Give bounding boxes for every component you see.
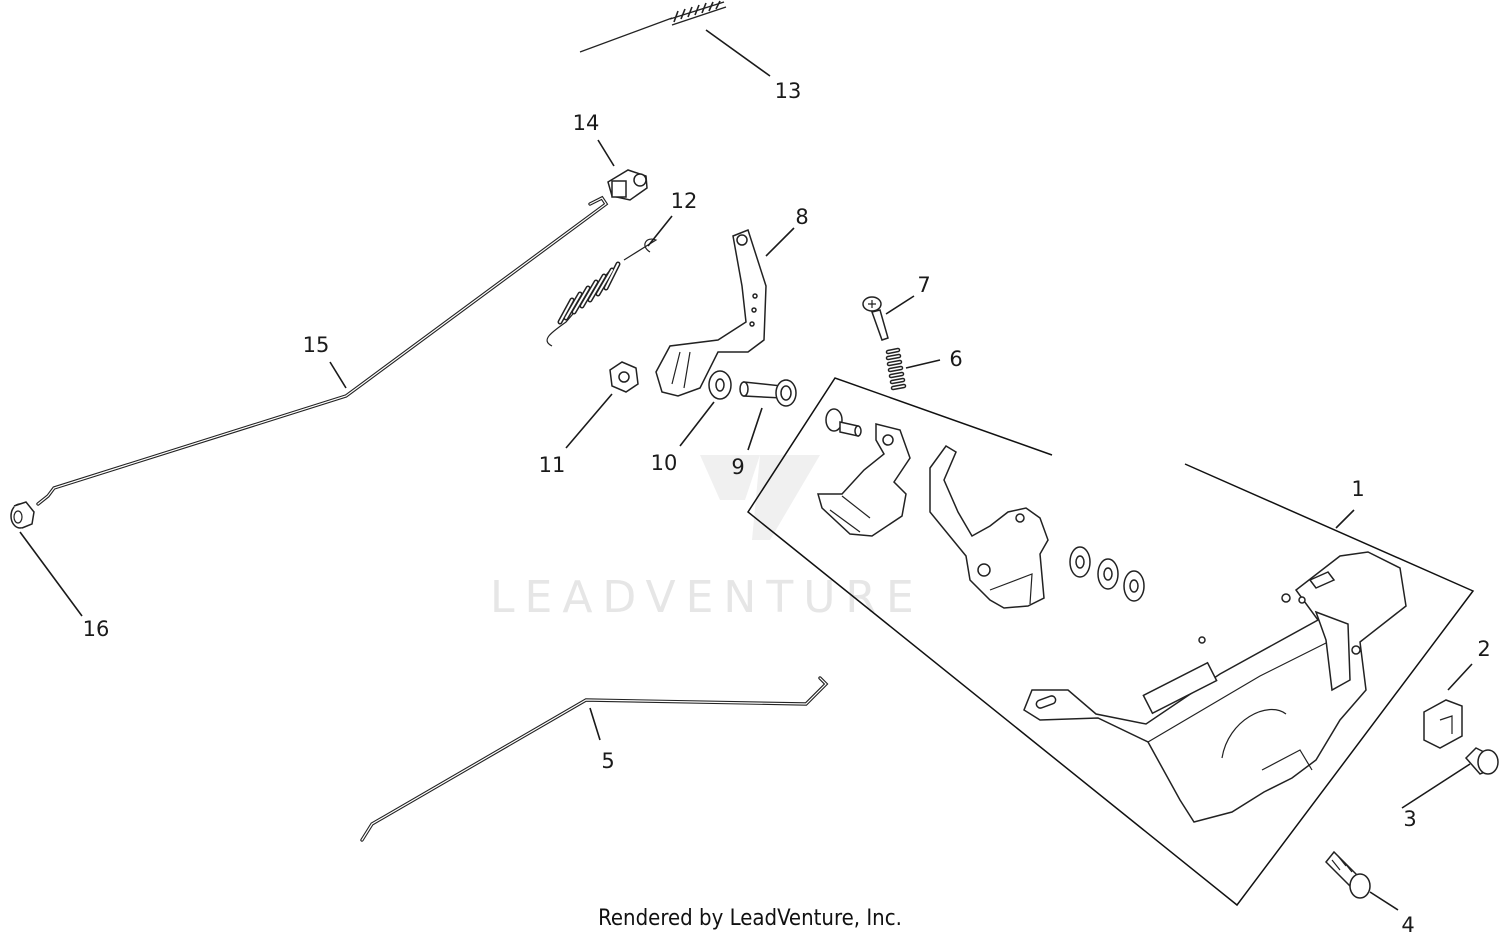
part-9-bolt [739, 379, 797, 407]
part-13-cable [579, 0, 727, 53]
part-4-bolt [1324, 850, 1371, 899]
part-6-spring [885, 347, 907, 391]
callout-6: 6 [949, 347, 962, 371]
callout-7: 7 [917, 273, 930, 297]
part-11-nut [609, 361, 639, 393]
watermark: LEADVENTURE [490, 455, 924, 623]
part-16-bushing [10, 501, 35, 529]
callout-15: 15 [303, 333, 330, 357]
footer-credit: Rendered by LeadVenture, Inc. [598, 906, 902, 931]
callout-5: 5 [601, 749, 614, 773]
part-5-rod [360, 676, 829, 842]
part-2-clip [1423, 699, 1463, 749]
part-3-bolt [1464, 747, 1499, 775]
part-15-rod [36, 195, 609, 506]
callout-13: 13 [775, 79, 802, 103]
callout-2: 2 [1477, 637, 1490, 661]
callout-4: 4 [1401, 913, 1414, 937]
part-10-washer [708, 370, 732, 400]
assembly-frame [747, 377, 1475, 907]
part-14-clamp [607, 169, 648, 201]
main-bracket [1023, 551, 1407, 823]
sub-assembly [817, 408, 1145, 609]
callout-9: 9 [731, 455, 744, 479]
callout-8: 8 [795, 205, 808, 229]
callout-12: 12 [671, 189, 698, 213]
callout-3: 3 [1403, 807, 1416, 831]
leader-lines [19, 29, 1473, 911]
part-8-lever [655, 229, 767, 397]
callout-16: 16 [83, 617, 110, 641]
callout-labels: 1 2 3 4 5 6 7 8 9 10 11 12 13 14 15 16 [83, 79, 1491, 937]
callout-1: 1 [1351, 477, 1364, 501]
part-12-spring [546, 238, 658, 347]
callout-11: 11 [539, 453, 566, 477]
callout-10: 10 [651, 451, 678, 475]
part-7-screw [862, 296, 889, 341]
watermark-text: LEADVENTURE [490, 572, 924, 623]
callout-14: 14 [573, 111, 600, 135]
